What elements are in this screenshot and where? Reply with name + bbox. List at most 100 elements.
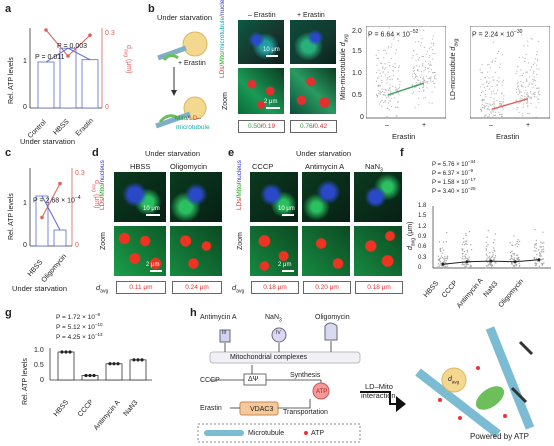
- b-point: [397, 70, 400, 72]
- b-point: [390, 105, 393, 108]
- e-image-nan3-zoom: [354, 226, 402, 276]
- d-image-oligomycin-zoom: [170, 226, 222, 276]
- b-point: [538, 102, 540, 104]
- f-point: [536, 266, 539, 269]
- b-point: [495, 111, 497, 114]
- b-point: [426, 50, 429, 52]
- b-point: [413, 72, 416, 74]
- f-point: [491, 255, 493, 257]
- b-point: [422, 86, 425, 88]
- b-point: [537, 87, 539, 89]
- b-point: [433, 76, 436, 78]
- f-point: [439, 264, 441, 266]
- b-point: [391, 78, 393, 80]
- f-point: [537, 260, 539, 262]
- a-ylabel-left: Rel. ATP levels: [8, 57, 15, 104]
- f-point: [485, 248, 487, 250]
- b-point: [530, 98, 533, 100]
- b-point: [532, 72, 534, 74]
- b-plot2-p: P = 2.24 × 10−30: [472, 29, 523, 39]
- b-point: [428, 56, 430, 59]
- f-point: [494, 255, 497, 257]
- b-point: [503, 95, 505, 97]
- b-point: [533, 76, 535, 79]
- f-point: [489, 257, 491, 259]
- b-point: [435, 78, 437, 80]
- b-point: [492, 41, 494, 43]
- f-point: [535, 250, 537, 252]
- b-point: [423, 79, 425, 81]
- h-synthesis: Synthesis: [290, 372, 321, 379]
- g-tick-0: 0: [40, 377, 44, 384]
- f-point: [464, 243, 466, 246]
- b-point: [387, 89, 390, 91]
- h-interaction-2: interaction: [361, 391, 396, 400]
- b-point: [427, 26, 429, 27]
- b-point: [432, 35, 434, 37]
- a-davg-point-1: [66, 54, 70, 58]
- b-point: [429, 80, 432, 82]
- f-point: [488, 266, 490, 269]
- g-bar-3: [129, 359, 147, 381]
- b-point: [422, 83, 425, 86]
- b-point: [487, 103, 489, 105]
- b-point: [534, 94, 536, 96]
- b-point: [516, 108, 518, 111]
- b-point: [518, 89, 520, 91]
- b-point: [533, 96, 536, 98]
- b-point: [520, 34, 523, 36]
- b-point: [480, 71, 482, 73]
- f-point: [470, 244, 472, 246]
- b-point: [529, 91, 532, 93]
- f-point: [541, 264, 543, 267]
- b-point: [481, 106, 484, 109]
- b-plot1-xcaption: Erastin: [392, 132, 416, 141]
- panel-d-label: d: [92, 147, 99, 159]
- panel-h-diagram: [197, 322, 535, 443]
- b-point: [420, 42, 422, 44]
- f-point: [540, 255, 542, 257]
- b-point: [381, 62, 383, 65]
- b-point: [489, 104, 491, 106]
- b-point: [534, 62, 536, 64]
- b-point: [424, 68, 426, 70]
- b-point: [482, 83, 484, 85]
- f-point: [513, 257, 516, 259]
- f-point: [461, 258, 463, 260]
- b-point: [388, 61, 390, 64]
- b-point: [501, 54, 503, 56]
- b-point: [491, 103, 494, 106]
- b-point: [493, 114, 495, 116]
- b-plot1-x-plus: +: [422, 122, 427, 129]
- e-col-cccp: CCCP: [252, 162, 274, 171]
- f-point: [510, 257, 513, 259]
- b-point: [379, 85, 382, 87]
- b-point: [486, 64, 489, 66]
- b-plot1-tick-3: 1.5: [352, 48, 362, 55]
- b-point: [420, 80, 422, 82]
- b-point: [389, 100, 391, 102]
- f-point: [490, 263, 492, 265]
- b-point: [376, 95, 378, 97]
- b-point: [515, 99, 517, 101]
- b-point: [488, 114, 491, 116]
- b-point: [490, 112, 493, 114]
- f-point: [510, 267, 512, 269]
- b-point: [534, 80, 537, 82]
- f-point: [438, 241, 441, 243]
- b-point: [523, 81, 525, 84]
- b-point: [393, 75, 395, 77]
- b-point: [422, 64, 424, 66]
- b-point: [434, 52, 436, 54]
- g-p1: P = 1.72 × 10−8: [56, 312, 101, 322]
- b-point: [412, 70, 415, 72]
- f-point: [491, 266, 493, 268]
- b-point: [497, 89, 499, 91]
- f-point: [509, 258, 511, 261]
- f-point: [439, 257, 442, 259]
- f-point: [540, 263, 543, 265]
- f-p4: P = 3.40 × 10−25: [432, 186, 476, 195]
- f-point: [518, 259, 521, 261]
- b-point: [434, 26, 436, 27]
- b-plot1-ylabel: Mito-microtubule davg: [340, 34, 350, 100]
